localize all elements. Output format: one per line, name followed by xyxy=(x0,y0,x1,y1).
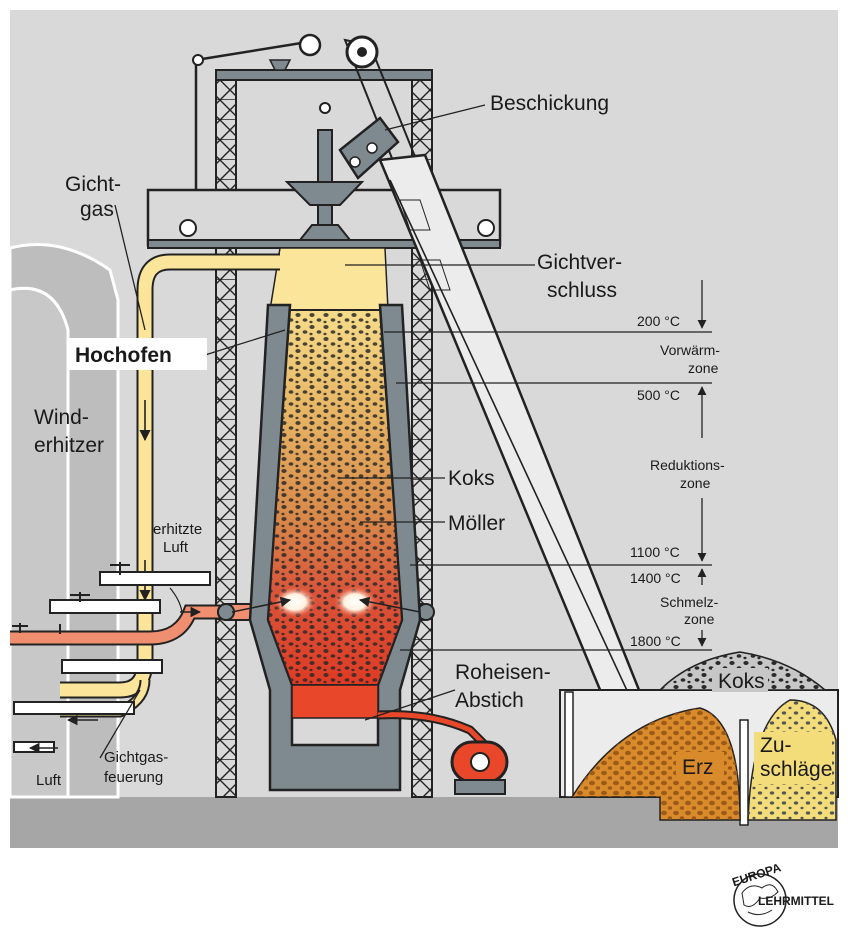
label-gichtgas-2: gas xyxy=(80,198,114,221)
label-zuschlaege-2: schläge xyxy=(760,758,832,781)
label-roheisen-2: Abstich xyxy=(455,689,524,712)
logo-bottom: LEHRMITTEL xyxy=(758,894,834,908)
label-koks: Koks xyxy=(448,467,495,490)
label-erz: Erz xyxy=(682,756,714,779)
zone-t1400: 1400 °C xyxy=(630,570,681,586)
zone-t1800: 1800 °C xyxy=(630,633,681,649)
zone-t200: 200 °C xyxy=(637,313,680,329)
label-winderhitzer-2: erhitzer xyxy=(34,434,104,457)
cold-air-pipes xyxy=(13,562,211,754)
label-hochofen: Hochofen xyxy=(75,344,172,367)
label-koks-pile: Koks xyxy=(718,670,765,693)
erz-label-box xyxy=(676,752,724,780)
raw-material-bins xyxy=(559,651,839,826)
label-gichtgas-1: Gicht- xyxy=(65,173,121,196)
hot-air-pipe xyxy=(10,587,225,646)
label-winderhitzer-1: Wind- xyxy=(34,406,89,429)
skip-hoist xyxy=(338,35,667,764)
label-gichtgasfeuerung-1: Gichtgas- xyxy=(104,749,168,766)
zone-reduktion-2: zone xyxy=(680,475,711,491)
zone-schmelz-2: zone xyxy=(684,611,715,627)
zone-lines xyxy=(384,280,712,651)
furnace-throat xyxy=(269,247,389,311)
label-gichtverschluss-2: schluss xyxy=(547,279,617,302)
tap-channel xyxy=(377,710,509,795)
zone-vorwaerm-2: zone xyxy=(688,360,719,376)
label-beschickung: Beschickung xyxy=(490,92,609,115)
leader-lines xyxy=(99,104,535,759)
label-luft: Luft xyxy=(36,772,62,789)
furnace-burden xyxy=(266,309,404,719)
label-roheisen-1: Roheisen- xyxy=(455,661,551,684)
label-moeller: Möller xyxy=(448,512,505,535)
label-erhitzte-luft-1: erhitzte xyxy=(153,521,202,538)
zone-schmelz-1: Schmelz- xyxy=(660,594,719,610)
zone-vorwaerm-1: Vorwärm- xyxy=(660,342,720,358)
zone-t1100: 1100 °C xyxy=(630,544,680,560)
hot-blast-stoves xyxy=(8,242,120,799)
europa-lehrmittel-logo: EUROPA LEHRMITTEL xyxy=(730,860,834,927)
tuyere-flames xyxy=(231,586,421,618)
label-zuschlaege-1: Zu- xyxy=(760,734,792,757)
zuschlaege-label-box xyxy=(754,732,832,784)
label-erhitzte-luft-2: Luft xyxy=(163,539,189,556)
koks-pile-label-box xyxy=(712,668,768,692)
zone-reduktion-1: Reduktions- xyxy=(650,457,725,473)
label-gichtverschluss-1: Gichtver- xyxy=(537,251,622,274)
label-gichtgasfeuerung-2: feuerung xyxy=(104,769,163,786)
zone-t500: 500 °C xyxy=(637,387,680,403)
hochofen-label-box xyxy=(67,338,207,370)
